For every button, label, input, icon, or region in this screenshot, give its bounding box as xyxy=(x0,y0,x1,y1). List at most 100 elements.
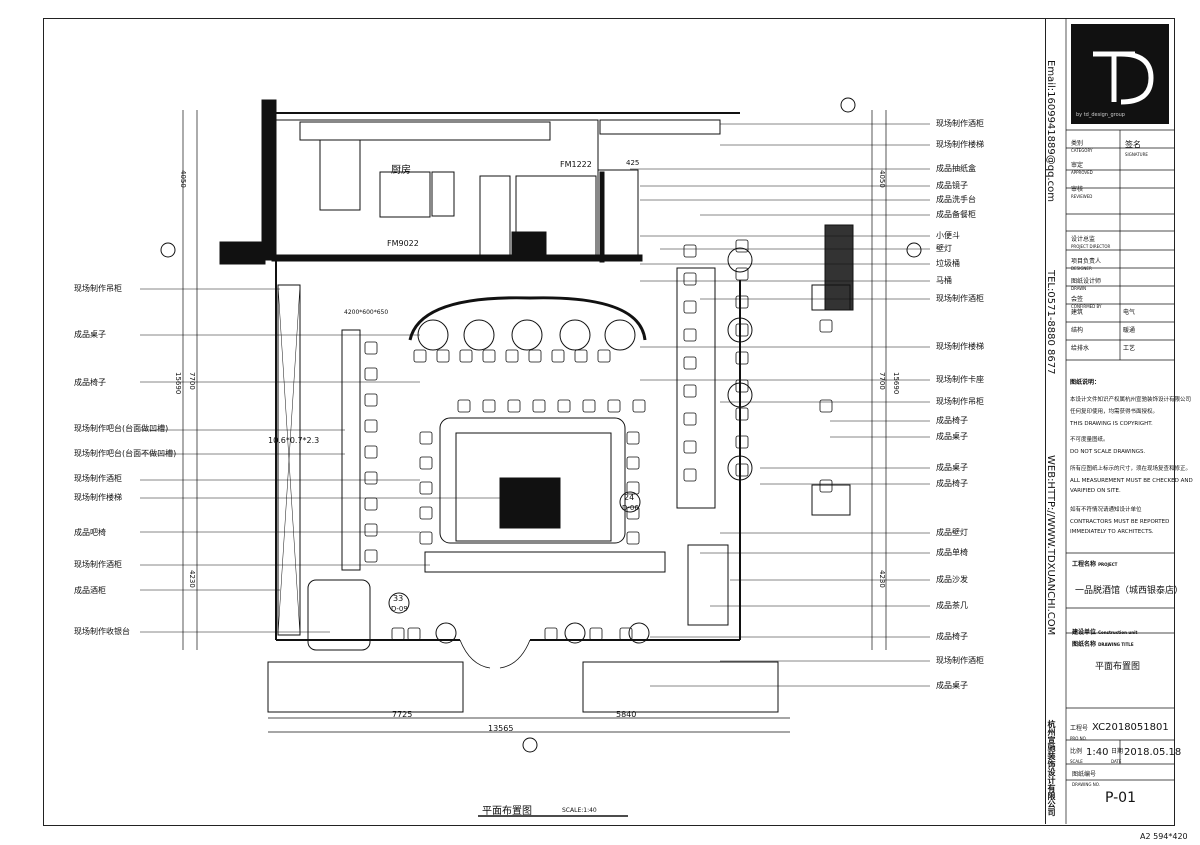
chair xyxy=(683,468,697,482)
discipline-0: 建筑 xyxy=(1071,309,1084,316)
sign-row-en: APPROVED xyxy=(1071,170,1093,175)
chair xyxy=(364,549,378,563)
chair xyxy=(419,506,433,520)
drawing-title: 平面布置图 xyxy=(1095,662,1141,672)
sign-row-en: DESIGNER xyxy=(1071,266,1092,271)
chair xyxy=(683,412,697,426)
right-label-11: 现场制作楼梯 xyxy=(936,342,984,351)
scale-caption: SCALE:1:40 xyxy=(562,807,597,814)
chair xyxy=(419,456,433,470)
dim-425: 425 xyxy=(626,159,640,167)
right-label-13: 现场制作吊柜 xyxy=(936,397,984,406)
sign-row-cn: 审核 xyxy=(1071,186,1084,193)
note-line-0: 本设计文件知识产权属杭州宣驰装饰设计有限公司 xyxy=(1070,397,1192,403)
chair xyxy=(819,319,833,333)
right-label-5: 成品备餐柜 xyxy=(936,210,976,219)
note-line-1: 任何复印使用，均需获得书面授权。 xyxy=(1070,409,1159,415)
tel-text: TEL:0571-8880 8677 xyxy=(1045,270,1056,375)
right-label-15: 成品桌子 xyxy=(936,432,968,441)
chair xyxy=(364,393,378,407)
sign-row-cn: 类别 xyxy=(1071,140,1084,147)
chair xyxy=(683,244,697,258)
right-label-17: 成品椅子 xyxy=(936,479,968,488)
chair xyxy=(457,399,471,413)
drawing-title-label: 图纸名称 DRAWING TITLE xyxy=(1072,641,1134,648)
chair xyxy=(364,341,378,355)
chair xyxy=(528,349,542,363)
chair xyxy=(413,349,427,363)
left-label-3: 现场制作吧台(台面做凹槽) xyxy=(74,424,169,433)
dim-right-7700: 7700 xyxy=(878,372,886,390)
chair xyxy=(735,323,749,337)
left-label-9: 成品酒柜 xyxy=(74,586,106,595)
chair xyxy=(819,479,833,493)
dim-bottom-13565: 13565 xyxy=(488,724,514,733)
central-stair xyxy=(499,477,561,529)
chair xyxy=(683,272,697,286)
chair xyxy=(683,328,697,342)
discipline-1: 电气 xyxy=(1123,309,1136,316)
sign-row-cn: 项目负责人 xyxy=(1071,258,1102,265)
door-fm1222: FM1222 xyxy=(560,160,592,169)
chair xyxy=(735,239,749,253)
chair xyxy=(626,531,640,545)
left-label-0: 现场制作吊柜 xyxy=(74,284,122,293)
sign-row-en2: SIGNATURE xyxy=(1125,152,1148,157)
dim-right-15690: 15690 xyxy=(892,372,900,395)
floor-plan xyxy=(140,97,930,753)
chair xyxy=(557,399,571,413)
dim-left-4230: 4230 xyxy=(188,570,196,588)
note-line-7: VARIFIED ON SITE. xyxy=(1070,488,1121,494)
scale-value: 1:40 xyxy=(1086,747,1109,758)
date-value: 2018.05.18 xyxy=(1124,747,1182,758)
dim-bottom-7725: 7725 xyxy=(392,710,413,719)
web-text: WEB:HTTP://WWW.TDXUANCHI.COM xyxy=(1045,455,1056,636)
discipline-4: 给排水 xyxy=(1071,345,1090,352)
left-label-5: 现场制作酒柜 xyxy=(74,474,122,483)
company-name: 杭州宣驰装饰设计有限公司 xyxy=(1047,720,1056,816)
note-line-2: THIS DRAWING IS COPYRIGHT. xyxy=(1070,421,1153,427)
central-bar xyxy=(439,417,626,544)
note-line-8: 如有不符情况请通知设计单位 xyxy=(1070,507,1142,513)
chair xyxy=(589,627,603,641)
right-label-0: 现场制作酒柜 xyxy=(936,119,984,128)
drawing-no: P-01 xyxy=(1105,790,1137,806)
note-line-10: IMMEDIATELY TO ARCHITECTS. xyxy=(1070,529,1154,535)
chair xyxy=(407,627,421,641)
dim-left-7700: 7700 xyxy=(188,372,196,390)
note-line-6: ALL MEASUREMENT MUST BE CHECKED AND xyxy=(1070,478,1193,484)
chair xyxy=(632,399,646,413)
note-line-4: DO NOT SCALE DRAWINGS. xyxy=(1070,449,1146,455)
chair xyxy=(574,349,588,363)
bar-dims: 10.6*0.7*2.3 xyxy=(268,436,320,445)
drawing-frame xyxy=(43,18,1175,826)
chair xyxy=(482,349,496,363)
left-label-10: 现场制作收银台 xyxy=(74,627,130,636)
sign-row-en: DRAWN xyxy=(1071,286,1087,291)
left-label-2: 成品椅子 xyxy=(74,378,106,387)
right-label-6: 小便斗 xyxy=(936,231,960,240)
sign-row-en: PROJECT DIRECTOR xyxy=(1071,244,1111,249)
project-no: XC2018051801 xyxy=(1092,722,1169,733)
chair xyxy=(619,627,633,641)
chair xyxy=(735,407,749,421)
chair xyxy=(626,506,640,520)
right-bar-zone xyxy=(676,267,716,509)
ceiling-dims: 4200*600*650 xyxy=(344,309,389,316)
notes-title: 图纸说明： xyxy=(1070,379,1101,386)
td-logo-icon xyxy=(1093,51,1154,105)
note-line-9: CONTRACTORS MUST BE REPORTED xyxy=(1070,519,1170,525)
paper-size: A2 594*420 xyxy=(1140,832,1188,841)
dim-bottom-5840: 5840 xyxy=(616,710,637,719)
left-label-7: 成品吧椅 xyxy=(74,528,106,537)
sign-row-cn: 会签 xyxy=(1071,296,1084,303)
chair xyxy=(819,399,833,413)
dim-left-4050: 4050 xyxy=(179,170,187,188)
chair xyxy=(364,471,378,485)
